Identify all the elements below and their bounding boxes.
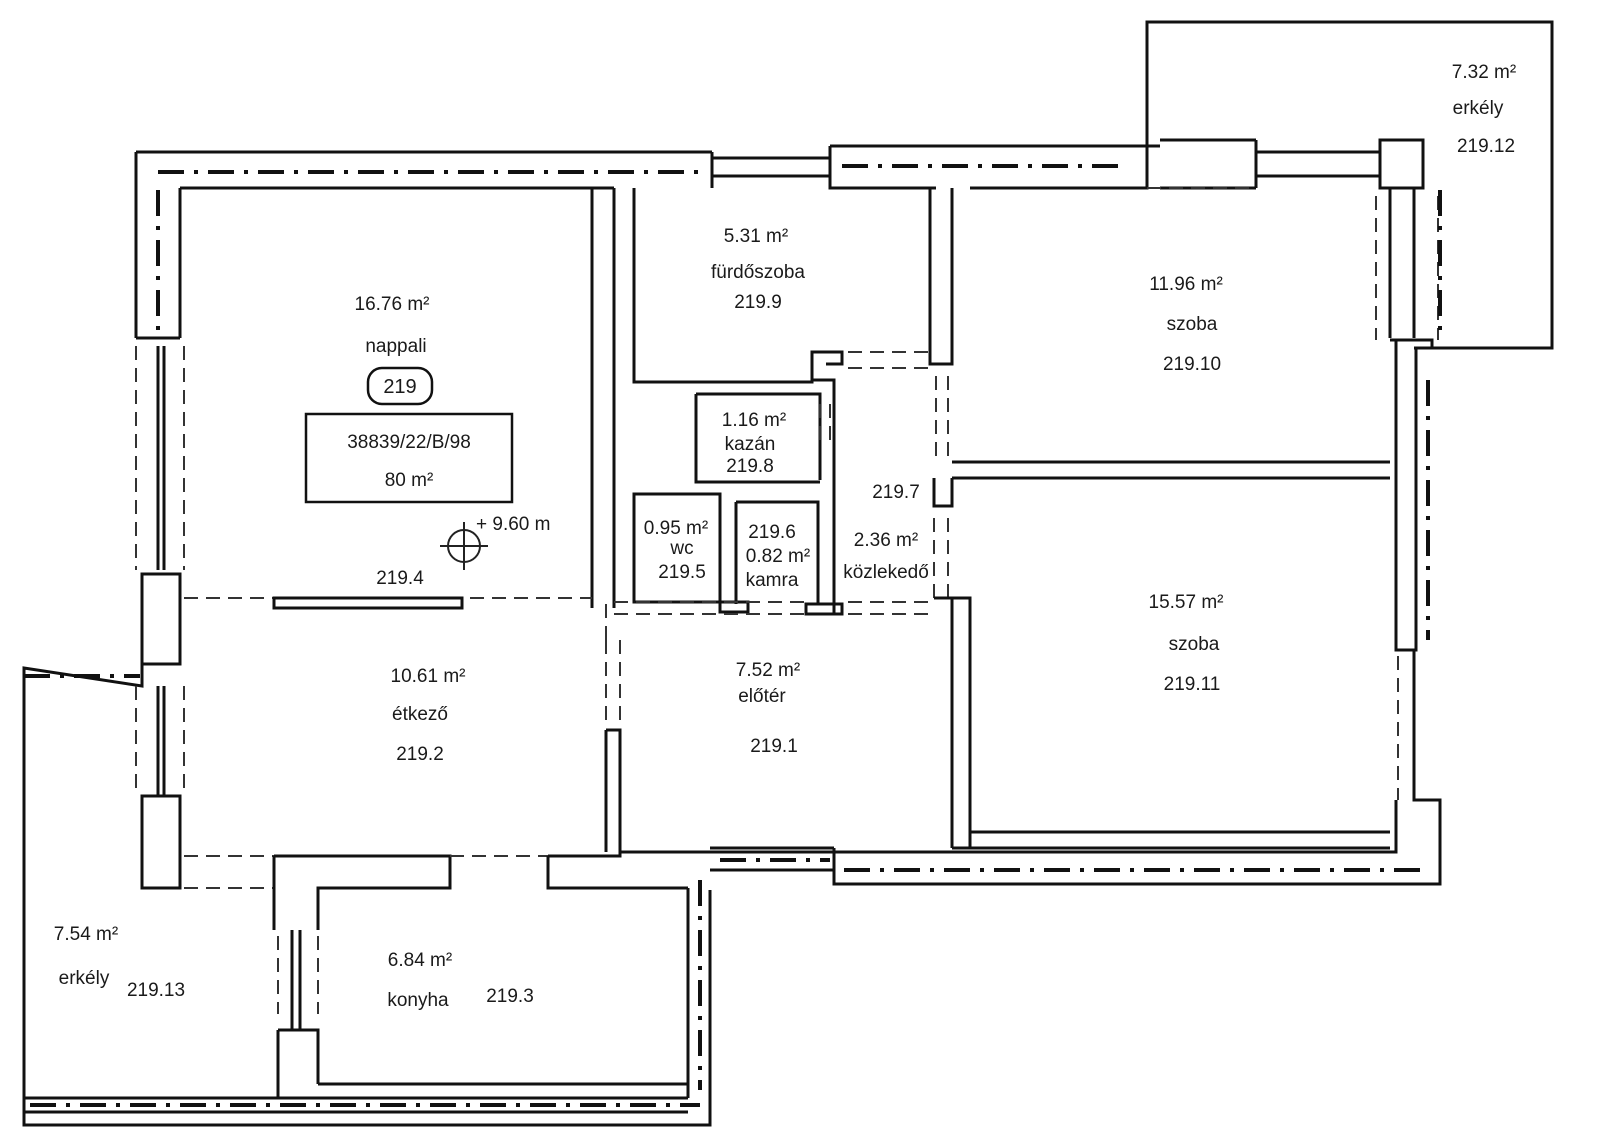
svg-text:szoba: szoba bbox=[1169, 634, 1220, 655]
room-etkezo: 10.61 m² étkező 219.2 bbox=[391, 666, 466, 765]
parcel-box bbox=[304, 412, 514, 504]
svg-text:219.1: 219.1 bbox=[750, 736, 798, 757]
svg-text:7.54 m²: 7.54 m² bbox=[54, 924, 118, 945]
room-wc: 0.95 m² wc 219.5 bbox=[644, 518, 708, 583]
room-kamra: 219.6 0.82 m² kamra bbox=[746, 522, 811, 591]
svg-text:219.6: 219.6 bbox=[748, 522, 796, 543]
svg-text:219.10: 219.10 bbox=[1163, 354, 1221, 375]
svg-text:11.96 m²: 11.96 m² bbox=[1149, 274, 1223, 295]
svg-text:219.2: 219.2 bbox=[396, 744, 444, 765]
svg-text:219.3: 219.3 bbox=[486, 986, 534, 1007]
svg-text:fürdőszoba: fürdőszoba bbox=[711, 262, 805, 283]
svg-text:7.52 m²: 7.52 m² bbox=[736, 660, 800, 681]
room-furdoszoba: 5.31 m² fürdőszoba 219.9 bbox=[711, 226, 805, 313]
svg-text:219.11: 219.11 bbox=[1164, 674, 1221, 695]
elevation-label: + 9.60 m bbox=[476, 514, 550, 535]
svg-text:közlekedő: közlekedő bbox=[843, 562, 929, 583]
svg-text:219.8: 219.8 bbox=[726, 456, 774, 477]
svg-text:étkező: étkező bbox=[392, 704, 448, 725]
survey-point-icon bbox=[440, 522, 488, 570]
parcel-id: 38839/22/B/98 bbox=[347, 432, 471, 453]
unit-number: 219 bbox=[383, 376, 416, 398]
svg-text:2.36 m²: 2.36 m² bbox=[854, 530, 918, 551]
svg-text:kazán: kazán bbox=[725, 434, 776, 455]
svg-text:7.32 m²: 7.32 m² bbox=[1452, 62, 1516, 83]
svg-text:5.31 m²: 5.31 m² bbox=[724, 226, 788, 247]
unit-number-badge bbox=[366, 366, 434, 406]
svg-text:wc: wc bbox=[669, 538, 693, 559]
svg-text:15.57 m²: 15.57 m² bbox=[1149, 592, 1224, 613]
svg-text:219.12: 219.12 bbox=[1457, 136, 1515, 157]
svg-text:219.9: 219.9 bbox=[734, 292, 782, 313]
svg-text:nappali: nappali bbox=[365, 336, 426, 357]
svg-text:219.5: 219.5 bbox=[658, 562, 706, 583]
room-kozlekedo: 219.7 2.36 m² közlekedő bbox=[843, 482, 929, 583]
svg-text:kamra: kamra bbox=[746, 570, 799, 591]
svg-text:219.4: 219.4 bbox=[376, 568, 424, 589]
room-nappali: 16.76 m² nappali 219.4 bbox=[355, 294, 430, 589]
total-area: 80 m² bbox=[385, 470, 434, 491]
room-eloter: 7.52 m² előtér 219.1 bbox=[736, 660, 800, 757]
svg-text:219.7: 219.7 bbox=[872, 482, 920, 503]
room-szoba-11: 15.57 m² szoba 219.11 bbox=[1149, 592, 1224, 695]
svg-text:konyha: konyha bbox=[387, 990, 449, 1011]
svg-text:219.13: 219.13 bbox=[127, 980, 185, 1001]
room-kazan: 1.16 m² kazán 219.8 bbox=[722, 410, 786, 477]
svg-text:10.61 m²: 10.61 m² bbox=[391, 666, 466, 687]
room-erkely-13: 7.54 m² erkély 219.13 bbox=[54, 924, 185, 1001]
svg-text:0.95 m²: 0.95 m² bbox=[644, 518, 708, 539]
svg-text:előtér: előtér bbox=[738, 686, 786, 707]
svg-text:szoba: szoba bbox=[1167, 314, 1218, 335]
svg-text:6.84 m²: 6.84 m² bbox=[388, 950, 452, 971]
svg-text:0.82 m²: 0.82 m² bbox=[746, 546, 810, 567]
room-konyha: 6.84 m² konyha 219.3 bbox=[387, 950, 533, 1011]
room-szoba-10: 11.96 m² szoba 219.10 bbox=[1149, 274, 1223, 375]
outer-walls bbox=[22, 20, 1554, 1127]
room-erkely-12: 7.32 m² erkély 219.12 bbox=[1452, 62, 1516, 157]
svg-text:16.76 m²: 16.76 m² bbox=[355, 294, 430, 315]
interior-walls bbox=[184, 188, 1390, 1098]
svg-text:1.16 m²: 1.16 m² bbox=[722, 410, 786, 431]
svg-text:erkély: erkély bbox=[59, 968, 110, 989]
svg-text:erkély: erkély bbox=[1453, 98, 1504, 119]
